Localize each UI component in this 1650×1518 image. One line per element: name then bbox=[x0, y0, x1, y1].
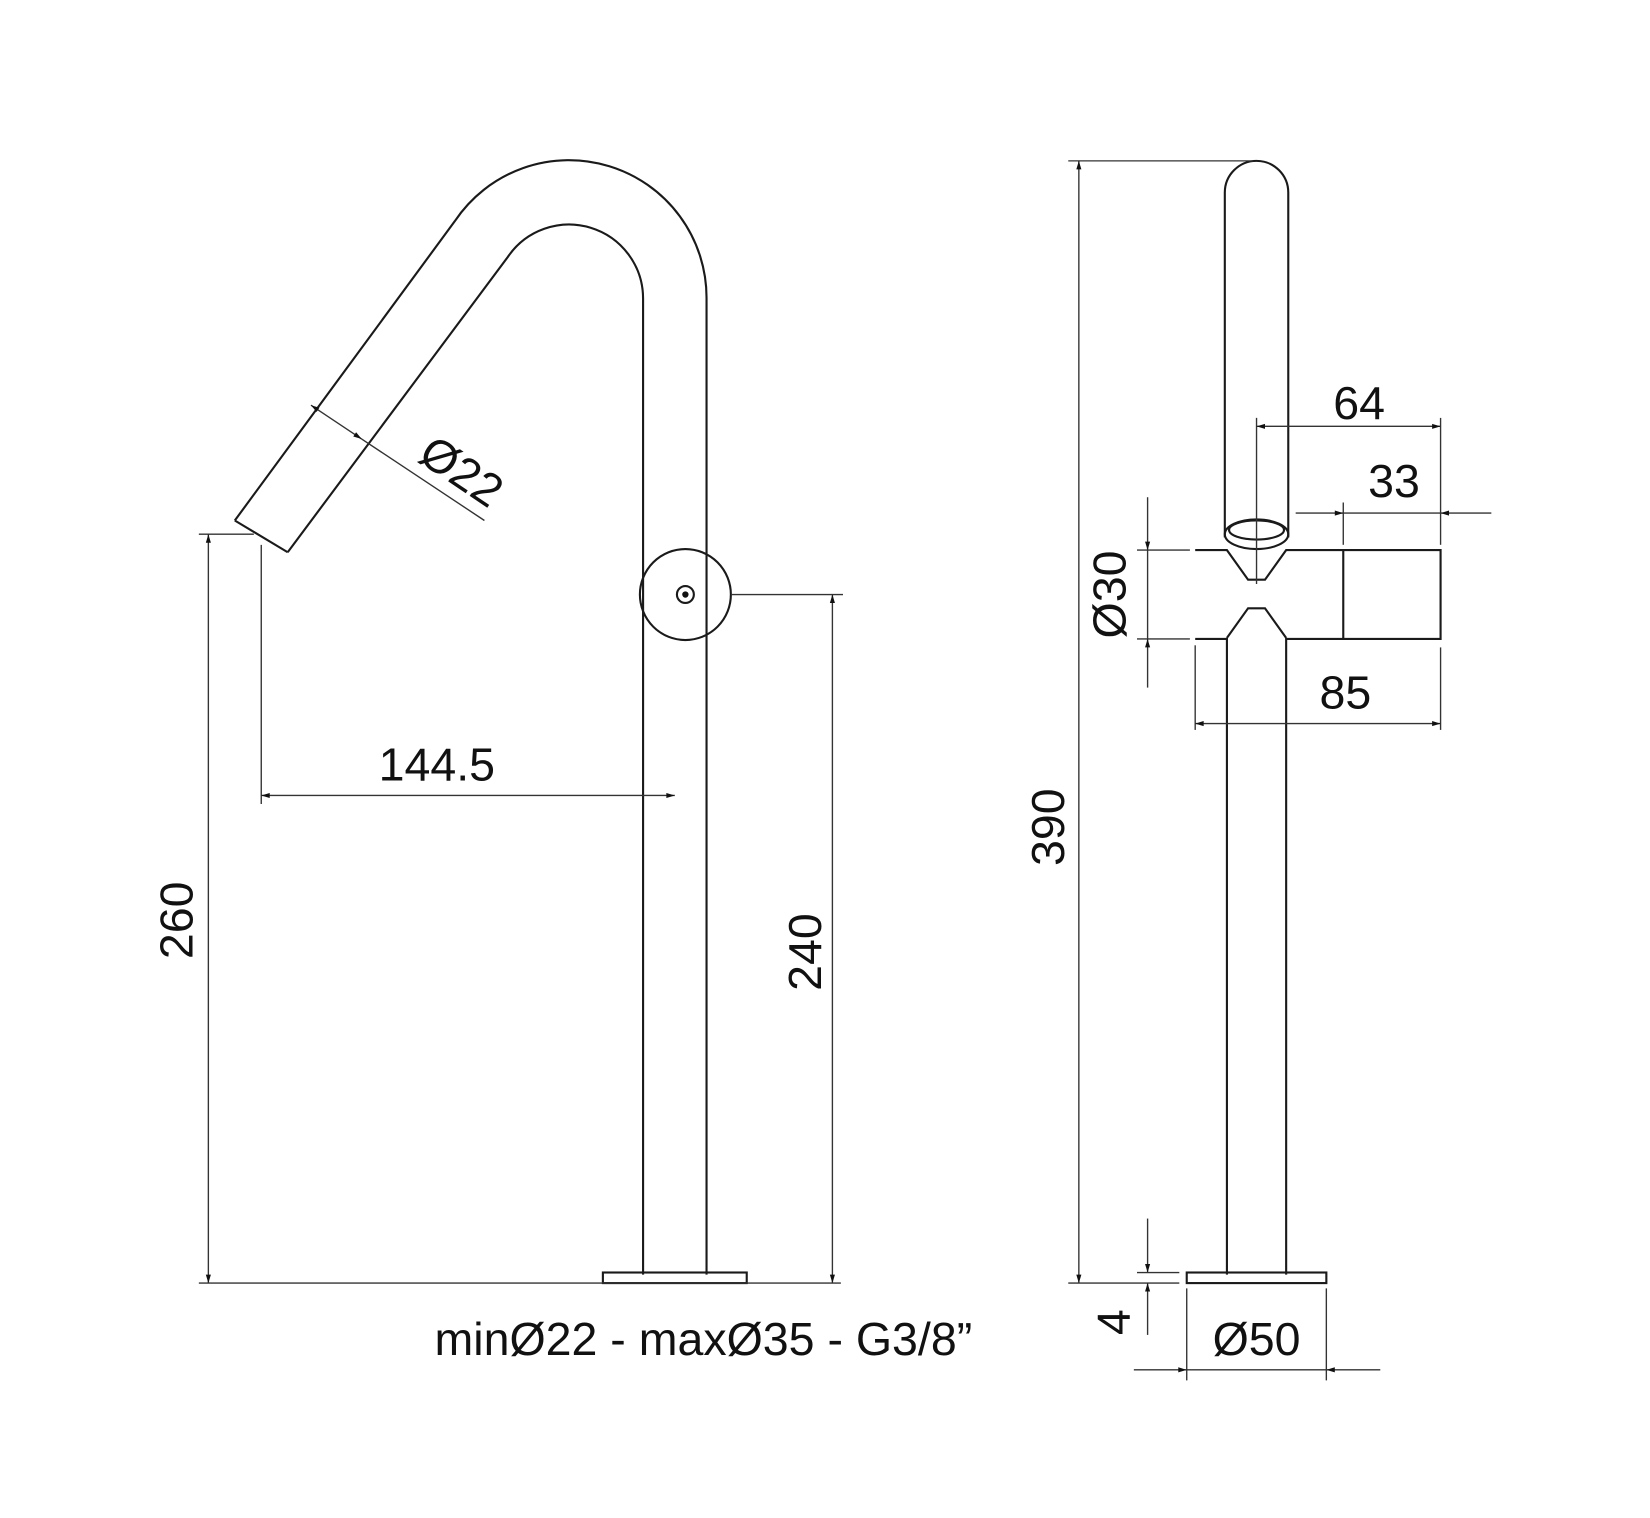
base-diameter-label: Ø50 bbox=[1213, 1313, 1301, 1365]
spout-end-cap bbox=[234, 519, 289, 554]
front-view: Ø22 260 144.5 240 minØ22 - maxØ35 - G3/8… bbox=[151, 159, 973, 1365]
spout-outer-outline bbox=[233, 159, 708, 1275]
handle-cap-label: 33 bbox=[1368, 455, 1420, 507]
side-pipe-lower bbox=[1225, 607, 1288, 1275]
spout-diameter-label: Ø22 bbox=[411, 425, 513, 517]
handle-knob-center bbox=[675, 585, 695, 605]
spout-diameter-dimension-line bbox=[310, 404, 363, 440]
handle-diameter-label: Ø30 bbox=[1083, 551, 1135, 639]
handle-knob bbox=[638, 547, 732, 642]
side-pipe-upper bbox=[1223, 159, 1290, 538]
spout-inner-outline bbox=[286, 223, 645, 1275]
body-width-label: 85 bbox=[1320, 667, 1372, 719]
handle-body bbox=[1195, 549, 1442, 641]
mounting-note: minØ22 - maxØ35 - G3/8” bbox=[435, 1313, 973, 1365]
total-height-label: 390 bbox=[1022, 788, 1074, 866]
handle-knob-dot bbox=[682, 591, 689, 598]
spout-diameter-extension bbox=[361, 438, 485, 522]
handle-height-label: 240 bbox=[779, 913, 831, 991]
spout-height-label: 260 bbox=[151, 881, 203, 959]
side-base-plate bbox=[1185, 1271, 1328, 1285]
side-view: 64 33 Ø30 85 390 4 Ø50 bbox=[1022, 159, 1492, 1381]
spout-reach-label: 144.5 bbox=[379, 739, 495, 791]
base-plate bbox=[601, 1271, 748, 1285]
base-thickness-label: 4 bbox=[1088, 1309, 1140, 1335]
handle-length-label: 64 bbox=[1333, 377, 1385, 429]
